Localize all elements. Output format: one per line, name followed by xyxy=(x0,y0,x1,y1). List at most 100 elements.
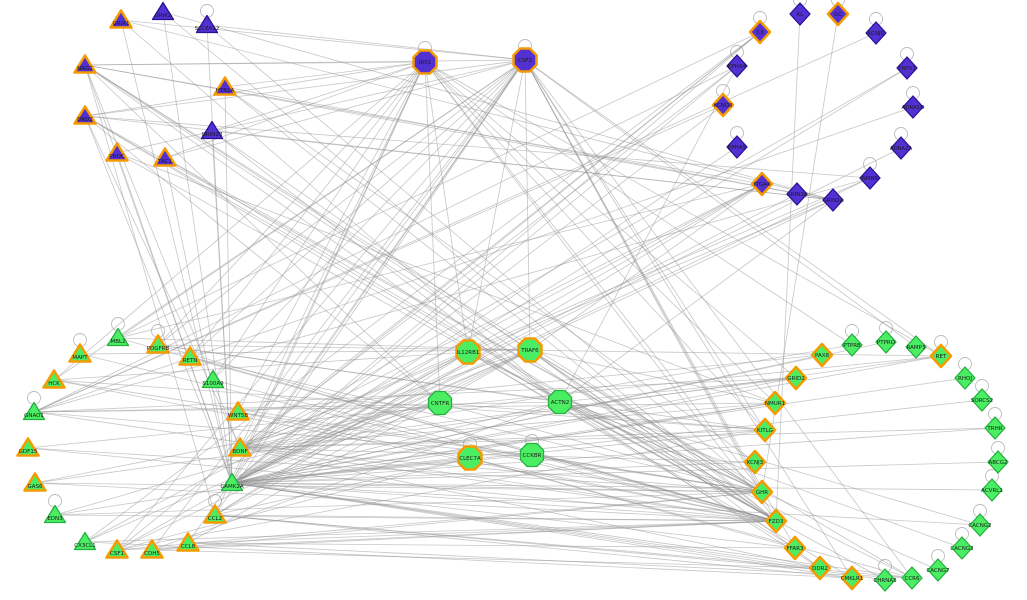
edge-CSF2-BDNF xyxy=(239,59,526,449)
edge-ITGA4-CCL2 xyxy=(214,183,763,516)
node-CHRNA3[interactable] xyxy=(874,568,896,592)
node-CCKBR[interactable] xyxy=(519,442,545,468)
edge-CSF2-FZD3 xyxy=(524,59,777,522)
node-CLEC7A[interactable] xyxy=(457,445,483,471)
node-TRAF6[interactable] xyxy=(517,337,543,363)
node-CACNG3[interactable] xyxy=(951,536,973,560)
node-CSF2[interactable] xyxy=(512,47,538,73)
node-GRID2[interactable] xyxy=(784,365,808,391)
node-GAS6[interactable] xyxy=(23,472,47,492)
node-C3[interactable] xyxy=(748,19,772,45)
node-FFAR3[interactable] xyxy=(783,535,807,561)
node-NMUR1[interactable] xyxy=(763,390,787,416)
node-PDGFRB[interactable] xyxy=(146,334,170,354)
node-TRPV1[interactable] xyxy=(896,56,918,80)
edge-GRIN2A-ACTN2 xyxy=(559,199,834,403)
node-GRIN2A[interactable] xyxy=(822,188,844,212)
node-PNOC[interactable] xyxy=(105,142,129,162)
node-HTR2A[interactable] xyxy=(213,76,237,96)
node-RETN[interactable] xyxy=(178,346,202,366)
edge-ITGA4-MBL2 xyxy=(117,183,763,339)
node-IRS1[interactable] xyxy=(412,49,438,75)
node-ACVRL1[interactable] xyxy=(981,478,1003,502)
node-NRG1[interactable] xyxy=(73,54,97,74)
node-CX3CL1[interactable] xyxy=(73,531,97,551)
node-CNTFR[interactable] xyxy=(427,390,453,416)
node-GRIK2[interactable] xyxy=(151,1,175,21)
node-EPHA5[interactable] xyxy=(726,135,748,159)
edge-GHR-HCK xyxy=(53,379,763,493)
node-TRHR[interactable] xyxy=(984,416,1006,440)
node-PAX8[interactable] xyxy=(810,342,834,368)
node-DDR2[interactable] xyxy=(808,555,832,581)
node-KL[interactable] xyxy=(789,2,811,26)
edge-CNTFR-GHR xyxy=(439,402,763,493)
node-PTPRB[interactable] xyxy=(841,333,863,357)
edge-CNTFR-EDN3 xyxy=(54,402,441,516)
edge-CAMK2A-KCNJ3 xyxy=(231,461,756,484)
node-GRIN2B[interactable] xyxy=(200,120,224,140)
node-SLC6A12[interactable] xyxy=(195,14,219,34)
edge-TAC1-GHR xyxy=(164,157,763,493)
node-RAMP3[interactable] xyxy=(905,335,927,359)
node-CSF1[interactable] xyxy=(105,539,129,559)
edge-FZD3-RETN xyxy=(189,356,777,522)
node-CCL8[interactable] xyxy=(176,532,200,552)
node-MAPT[interactable] xyxy=(68,343,92,363)
node-WNT5B[interactable] xyxy=(226,401,250,421)
edge-FZD3-GNAO1 xyxy=(33,411,777,522)
edge-CSF2-TRAF6 xyxy=(524,59,531,351)
edge-CSF2-MBL2 xyxy=(117,59,526,339)
edge-FZD3-MAPT xyxy=(79,353,777,522)
edge-NRG1-ITGA4 xyxy=(84,64,763,185)
node-CACNG2[interactable] xyxy=(969,513,991,537)
node-PTPRO[interactable] xyxy=(875,330,897,354)
node-CDH5[interactable] xyxy=(140,539,164,559)
node-IL12RB1[interactable] xyxy=(455,339,481,365)
node-CCL2[interactable] xyxy=(203,504,227,524)
node-ITGA4[interactable] xyxy=(750,171,774,197)
edge-TAC1-IRS1 xyxy=(164,61,426,159)
node-ADRA2A[interactable] xyxy=(890,136,912,160)
edge-GHR-RETN xyxy=(189,356,763,493)
node-GRIN3A[interactable] xyxy=(786,182,808,206)
node-CAMK2A[interactable] xyxy=(220,472,244,492)
node-CCR6[interactable] xyxy=(901,566,923,590)
node-ADRA1D[interactable] xyxy=(902,95,924,119)
edge-FZD3-CCL8 xyxy=(187,520,777,544)
edge-NMBR-GNAO1 xyxy=(33,177,871,413)
node-S100A9[interactable] xyxy=(201,369,225,389)
node-NMBR[interactable] xyxy=(859,166,881,190)
node-SORCS2[interactable] xyxy=(971,388,993,412)
node-TAC1[interactable] xyxy=(153,147,177,167)
node-KITLG[interactable] xyxy=(753,417,777,443)
node-RHOJ[interactable] xyxy=(954,366,976,390)
node-EDN3[interactable] xyxy=(43,504,67,524)
node-GC[interactable] xyxy=(826,1,850,27)
node-DRD2[interactable] xyxy=(73,105,97,125)
node-GRIA1[interactable] xyxy=(109,9,133,29)
edge-CAMK2A-CACNG2 xyxy=(231,482,981,526)
node-GDF15[interactable] xyxy=(16,437,40,457)
node-MBL2[interactable] xyxy=(106,327,130,347)
node-FZD3[interactable] xyxy=(764,508,788,534)
node-KCNJ5[interactable] xyxy=(865,21,887,45)
edge-GRIN2B-GRIN2A xyxy=(211,130,834,201)
node-GNAO1[interactable] xyxy=(22,401,46,421)
node-ACTN2[interactable] xyxy=(547,389,573,415)
node-BDNF[interactable] xyxy=(228,437,252,457)
edge-ITGA4-CX3CL1 xyxy=(84,183,763,543)
edge-GRIA1-GRIN2A xyxy=(120,19,834,201)
node-ABCG2[interactable] xyxy=(987,450,1009,474)
node-KCNJ3[interactable] xyxy=(743,449,767,475)
node-CMKLR1[interactable] xyxy=(840,565,864,591)
edge-GHR-CSF1 xyxy=(116,491,763,551)
node-GHR[interactable] xyxy=(750,479,774,505)
node-EPHA4[interactable] xyxy=(726,54,748,78)
node-KCNQ3[interactable] xyxy=(711,92,735,118)
node-CACNG7[interactable] xyxy=(927,558,949,582)
edge-BDNF-TRHR xyxy=(239,427,996,449)
node-HCK[interactable] xyxy=(42,369,66,389)
node-RET[interactable] xyxy=(929,343,953,369)
edge-EPHA4-ACTN2 xyxy=(559,65,738,403)
